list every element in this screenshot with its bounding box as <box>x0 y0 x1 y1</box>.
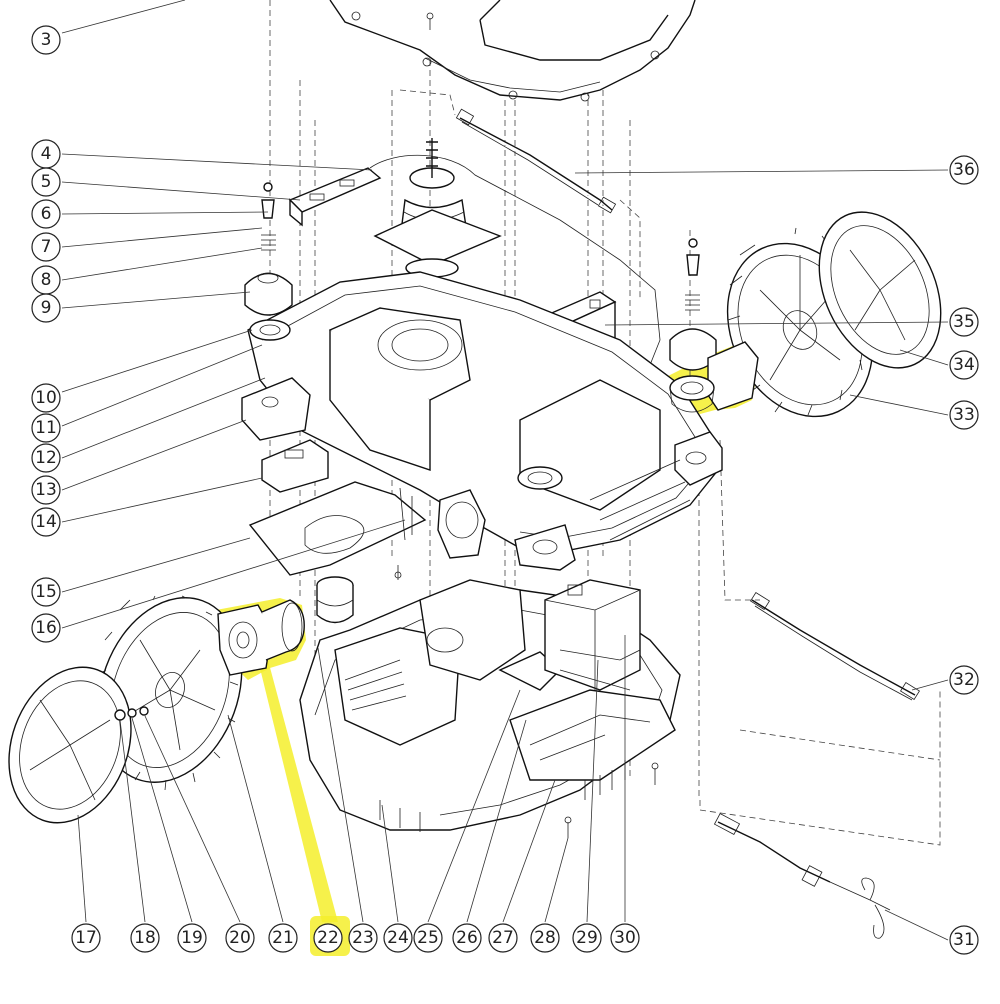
leader-lines <box>61 0 949 941</box>
power-cable-31 <box>713 812 891 939</box>
callout-21: 21 <box>268 923 298 953</box>
callout-label-5: 5 <box>41 172 52 192</box>
callout-label-11: 11 <box>35 418 57 438</box>
right-cone-spring <box>669 238 717 371</box>
callout-22: 22 <box>310 916 350 956</box>
callout-label-12: 12 <box>35 448 57 468</box>
callout-label-36: 36 <box>953 160 975 180</box>
callout-label-3: 3 <box>41 30 52 50</box>
left-wheel <box>8 595 243 824</box>
callout-29: 29 <box>572 923 602 953</box>
blade-motor <box>316 576 354 624</box>
main-chassis <box>247 271 723 571</box>
callout-label-7: 7 <box>41 237 52 257</box>
callout-25: 25 <box>413 923 443 953</box>
callout-12: 12 <box>31 443 61 473</box>
callout-label-28: 28 <box>534 928 556 948</box>
right-motor <box>669 341 759 413</box>
callout-23: 23 <box>348 923 378 953</box>
callout-16: 16 <box>31 613 61 643</box>
height-knob <box>373 138 502 278</box>
callout-label-29: 29 <box>576 928 598 948</box>
callout-18: 18 <box>130 923 160 953</box>
callout-19: 19 <box>177 923 207 953</box>
callout-5: 5 <box>31 167 61 197</box>
callout-36: 36 <box>949 155 979 185</box>
callout-label-30: 30 <box>614 928 636 948</box>
callout-20: 20 <box>225 923 255 953</box>
callout-label-14: 14 <box>35 512 57 532</box>
callouts: 3 4 5 6 7 8 9 10 11 12 13 14 15 16 17 18… <box>31 25 979 956</box>
callout-35: 35 <box>949 307 979 337</box>
callout-label-21: 21 <box>272 928 294 948</box>
callout-label-9: 9 <box>41 298 52 318</box>
callout-4: 4 <box>31 139 61 169</box>
callout-30: 30 <box>610 923 640 953</box>
callout-28: 28 <box>530 923 560 953</box>
callout-13: 13 <box>31 475 61 505</box>
callout-24: 24 <box>383 923 413 953</box>
callout-label-19: 19 <box>181 928 203 948</box>
callout-label-25: 25 <box>417 928 439 948</box>
callout-label-26: 26 <box>456 928 478 948</box>
cable-36 <box>455 108 617 214</box>
top-cover <box>329 0 696 102</box>
callout-label-13: 13 <box>35 480 57 500</box>
callout-7: 7 <box>31 232 61 262</box>
callout-label-20: 20 <box>229 928 251 948</box>
callout-label-18: 18 <box>134 928 156 948</box>
gasket-plate <box>248 481 427 580</box>
callout-27: 27 <box>488 923 518 953</box>
callout-34: 34 <box>949 350 979 380</box>
left-cone-spring <box>244 182 293 316</box>
callout-label-16: 16 <box>35 618 57 638</box>
callout-17: 17 <box>71 923 101 953</box>
callout-8: 8 <box>31 265 61 295</box>
callout-label-8: 8 <box>41 270 52 290</box>
battery-box <box>544 579 641 691</box>
callout-10: 10 <box>31 383 61 413</box>
callout-label-32: 32 <box>953 670 975 690</box>
callout-label-35: 35 <box>953 312 975 332</box>
callout-label-24: 24 <box>387 928 409 948</box>
callout-31: 31 <box>949 925 979 955</box>
callout-label-6: 6 <box>41 204 52 224</box>
callout-label-15: 15 <box>35 582 57 602</box>
callout-label-23: 23 <box>352 928 374 948</box>
callout-15: 15 <box>31 577 61 607</box>
right-wheel <box>726 211 942 418</box>
callout-3: 3 <box>31 25 61 55</box>
callout-33: 33 <box>949 400 979 430</box>
callout-label-17: 17 <box>75 928 97 948</box>
screws <box>426 12 659 838</box>
callout-26: 26 <box>452 923 482 953</box>
sensor-board <box>288 154 661 401</box>
callout-6: 6 <box>31 199 61 229</box>
callout-label-33: 33 <box>953 405 975 425</box>
callout-label-34: 34 <box>953 355 975 375</box>
callout-11: 11 <box>31 413 61 443</box>
left-brackets <box>241 377 329 493</box>
callout-label-22: 22 <box>317 928 339 948</box>
callout-label-31: 31 <box>953 930 975 950</box>
callout-label-10: 10 <box>35 388 57 408</box>
callout-32: 32 <box>949 665 979 695</box>
cable-32 <box>750 591 920 701</box>
highlight-leader-22 <box>258 660 338 922</box>
callout-label-27: 27 <box>492 928 514 948</box>
callout-9: 9 <box>31 293 61 323</box>
left-motor <box>217 599 305 676</box>
callout-label-4: 4 <box>41 144 52 164</box>
callout-14: 14 <box>31 507 61 537</box>
